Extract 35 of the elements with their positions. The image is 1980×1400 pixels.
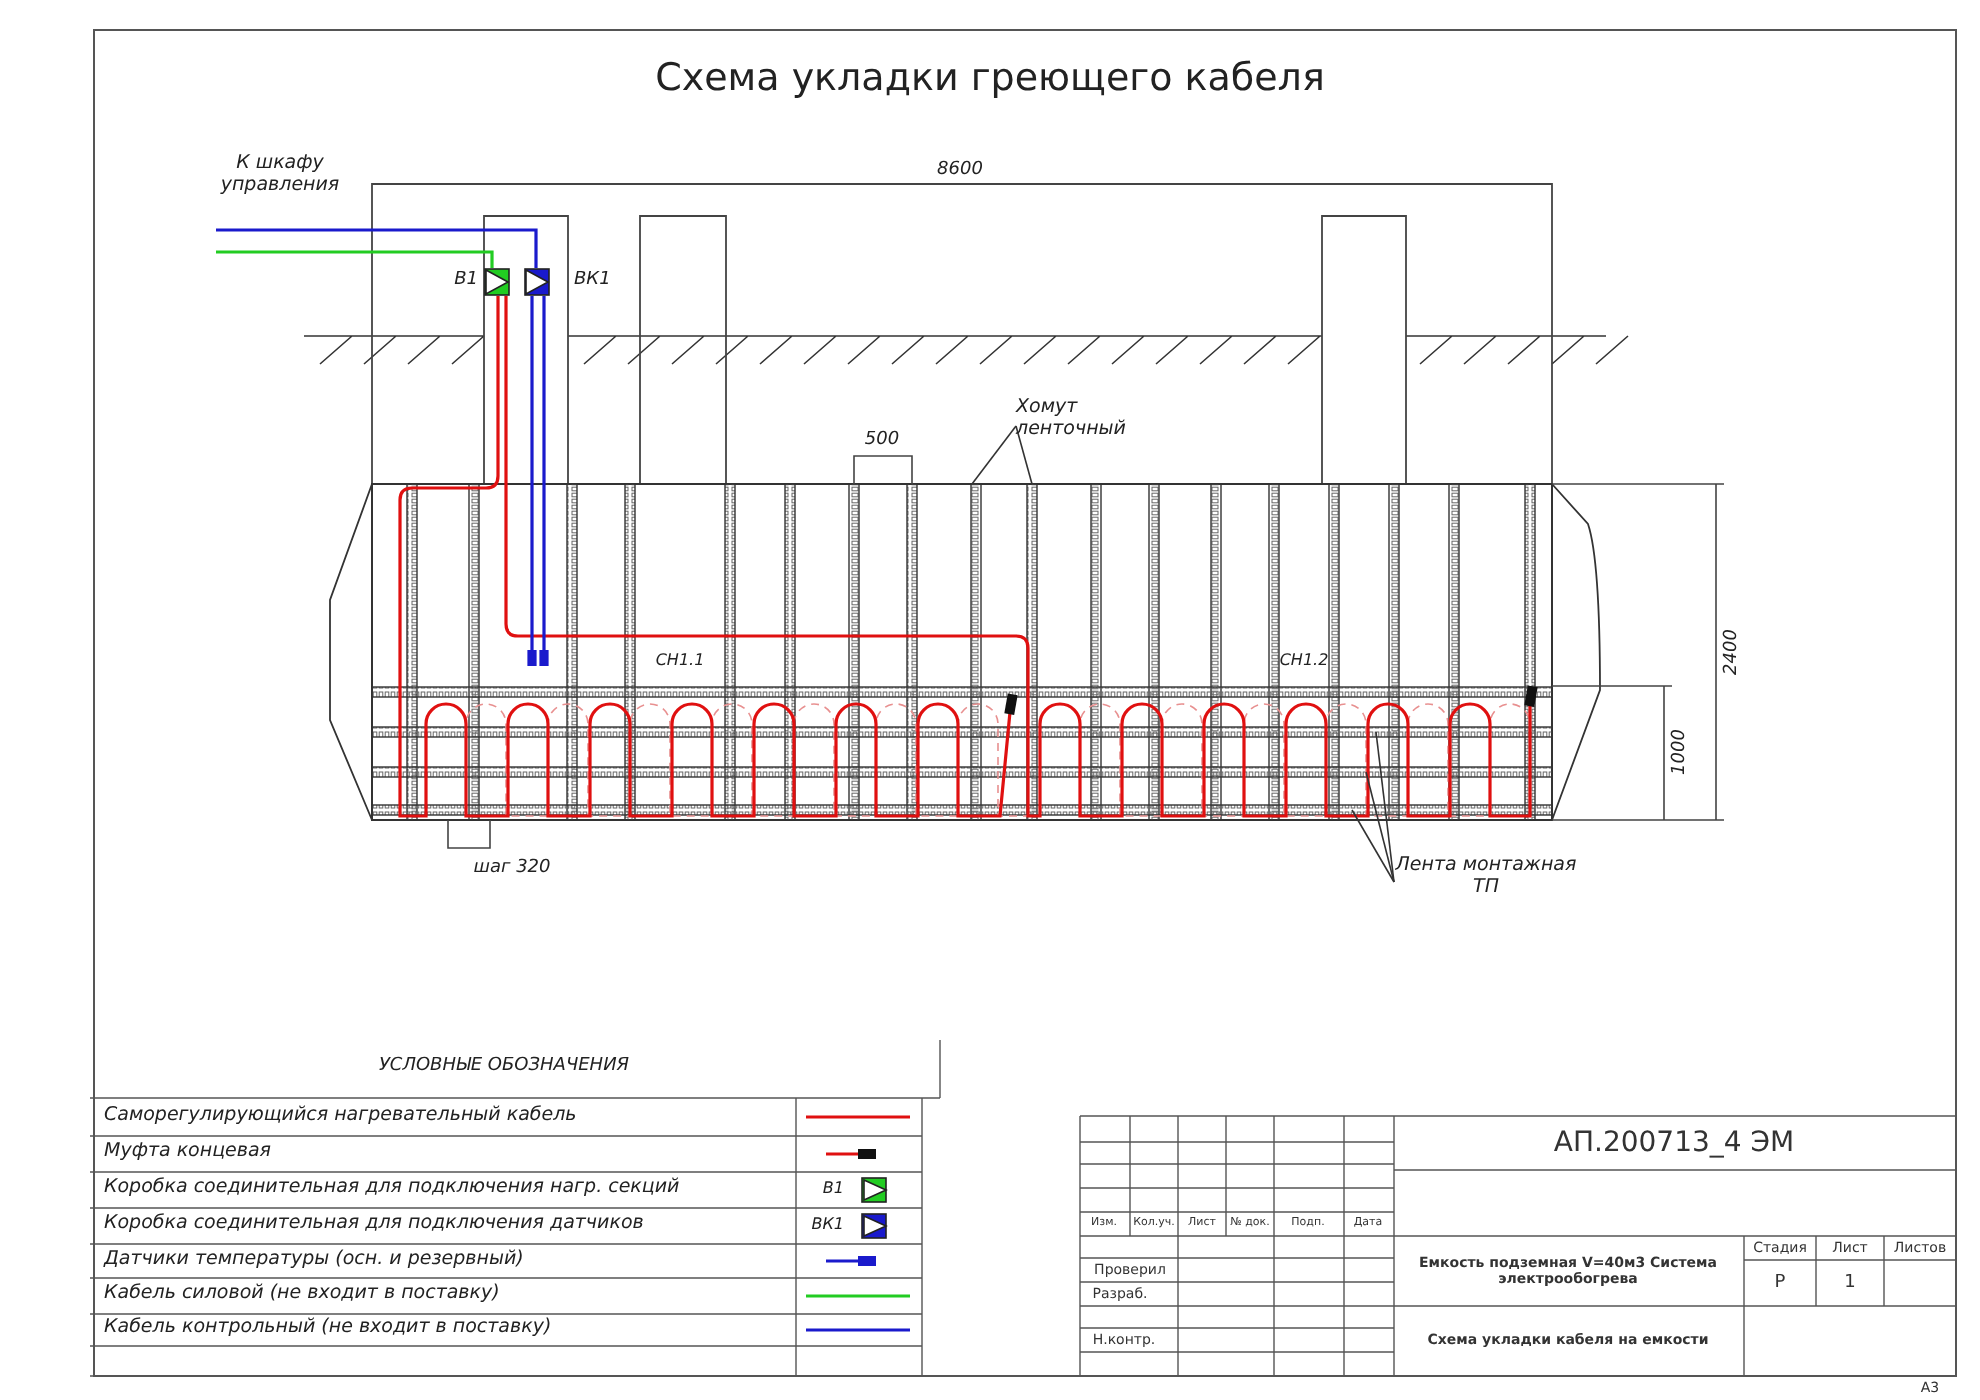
title-block-text: Р — [1774, 1273, 1786, 1295]
leader-line — [1351, 809, 1395, 883]
legend-label: Муфта концевая — [104, 1142, 272, 1164]
box-label: В1 — [454, 270, 478, 291]
legend-label: Коробка соединительная для подключения датчиков — [104, 1214, 644, 1236]
legend-label: Датчики температуры (осн. и резервный) — [104, 1249, 524, 1271]
legend-label: Саморегулирующийся нагревательный кабель — [104, 1105, 577, 1127]
note-label: К шкафу управления — [218, 154, 342, 198]
dimension-label: 500 — [864, 429, 900, 451]
leader-line — [971, 425, 1017, 485]
section-label: СН1.1 — [655, 650, 705, 670]
callout-label: Хомут ленточный — [1016, 398, 1156, 442]
section-label: СН1.2 — [1279, 650, 1329, 670]
leader-line — [1365, 771, 1395, 883]
power-cable — [216, 250, 494, 268]
drawing-title: Схема укладки греющего кабеля — [655, 56, 1325, 100]
legend-label: Кабель контрольный (не входит в поставку) — [104, 1318, 552, 1340]
legend-label: Кабель силовой (не входит в поставку) — [104, 1284, 500, 1306]
dimension-label: 8600 — [937, 159, 983, 181]
leader-line — [1375, 731, 1395, 883]
drawing-code: АП.200713_4 ЭМ — [1553, 1127, 1795, 1161]
symbol-label: ВК1 — [811, 1214, 844, 1234]
callout-label: Лента монтажная ТП — [1394, 856, 1578, 900]
symbol-label: В1 — [822, 1178, 844, 1198]
dimension-label: шаг 320 — [473, 857, 551, 879]
heating-cable — [398, 294, 1532, 818]
control-cable — [216, 228, 538, 268]
dimension-label: 1000 — [1669, 729, 1691, 775]
leader-line — [1015, 425, 1033, 485]
legend-label: Коробка соединительная для подключения нагр. секций — [104, 1178, 680, 1200]
title-block-text: 1 — [1844, 1273, 1856, 1295]
box-label: ВК1 — [574, 270, 611, 291]
sensor-cable — [527, 294, 549, 666]
legend-heading: УСЛОВНЫЕ ОБОЗНАЧЕНИЯ — [378, 1055, 630, 1077]
dimension-label: 2400 — [1721, 629, 1743, 675]
